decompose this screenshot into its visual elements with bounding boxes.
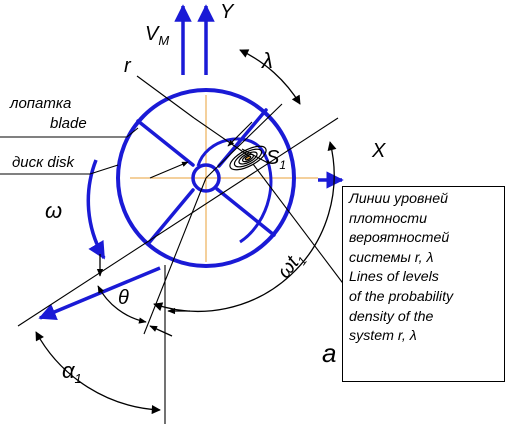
note-line: вероятностей (349, 230, 450, 247)
theta-arc-arrow (97, 285, 147, 324)
probability-density-note: Линии уровней плотности вероятностей сис… (342, 186, 505, 382)
alpha-arc-arrow (35, 331, 161, 415)
note-line: of the probability (349, 288, 454, 305)
center-crosshair (130, 95, 318, 262)
a-label: a (322, 338, 336, 368)
lambda-label: λ (261, 48, 273, 73)
disk-label: диск disk (12, 154, 76, 171)
vm-label: VM (145, 23, 169, 48)
axis-labels: VM Y r λ S1 X ω ωt1 θ α1 a (45, 1, 386, 386)
note-line: системы r, λ (349, 249, 434, 266)
x-label: X (371, 140, 386, 162)
lambda-arc-arrow (239, 49, 301, 105)
note-line: system r, λ (349, 328, 417, 345)
density-level-lines (229, 145, 267, 171)
blade-ru-label: лопатка (9, 95, 71, 112)
blade-en-label: blade (50, 115, 87, 132)
omega-rotation-arrow (86, 159, 106, 260)
omega-t1-arc-arrow (153, 141, 337, 313)
note-line: density of the (349, 308, 434, 325)
y-label: Y (220, 1, 235, 23)
note-line: плотности (349, 210, 428, 227)
left-leaders (0, 127, 139, 175)
theta-label: θ (118, 287, 129, 309)
theta-arrow-tick (149, 325, 173, 337)
omega-label: ω (45, 198, 62, 223)
left-labels: лопатка blade диск disk (9, 95, 87, 171)
s1-label: S1 (266, 147, 286, 172)
blade-1 (136, 119, 195, 167)
omega-t1-label: ωt1 (273, 247, 310, 284)
note-line: Линии уровней (349, 191, 449, 207)
r-label: r (124, 55, 132, 77)
note-line: Lines of levels (349, 269, 439, 286)
alpha-label: α1 (62, 358, 82, 386)
